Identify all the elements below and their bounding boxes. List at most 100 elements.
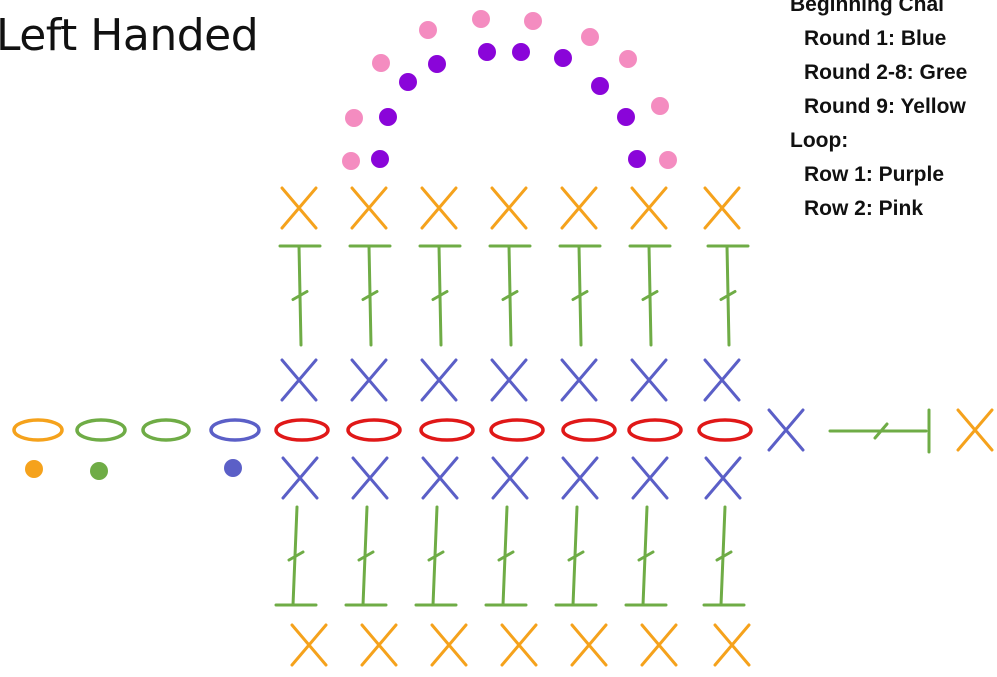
legend-loop-row-1: Row 1: Purple: [804, 163, 945, 186]
x-stroke: [560, 186, 598, 230]
single-crochet-x-blue: [490, 358, 528, 402]
dc-slash: [497, 550, 515, 562]
x-stroke: [631, 456, 669, 500]
chain-oval-red: [489, 418, 545, 442]
double-crochet-symbol-green: [274, 505, 318, 607]
x-stroke: [430, 623, 468, 667]
double-crochet-symbol-green: [278, 244, 322, 347]
chain-oval-blue: [209, 418, 261, 442]
double-crochet-symbol-green-horizontal: [828, 408, 931, 454]
chain-oval-red: [697, 418, 753, 442]
chain-oval-red: [627, 418, 683, 442]
single-crochet-x-orange: [350, 186, 388, 230]
slip-knot-dot-orange: [25, 460, 43, 478]
double-crochet-symbol-green: [344, 505, 388, 607]
legend-heading: Beginning Chai: [790, 0, 944, 16]
loop-row-2-dot-pink: [342, 152, 360, 170]
single-crochet-x-blue: [491, 456, 529, 500]
legend-loop-row-2: Row 2: Pink: [804, 197, 924, 220]
dc-slash: [501, 290, 519, 301]
dc-slash: [431, 290, 449, 301]
double-crochet-symbol-green: [628, 244, 672, 347]
chain-oval-red: [346, 418, 402, 442]
dc-slash: [287, 550, 305, 562]
x-stroke: [280, 358, 318, 402]
double-crochet-symbol-green: [488, 244, 532, 347]
slip-knot-dot-blue: [224, 459, 242, 477]
single-crochet-x-orange: [280, 186, 318, 230]
single-crochet-x-blue: [703, 358, 741, 402]
single-crochet-x-blue: [351, 456, 389, 500]
slip-knot-dot-green: [90, 462, 108, 480]
single-crochet-x-blue: [631, 456, 669, 500]
loop-row-1-dot-purple: [379, 108, 397, 126]
dc-slash: [427, 550, 445, 562]
dc-slash: [361, 290, 379, 301]
chain-oval-orange: [12, 418, 64, 442]
loop-row-2-dot-pink: [372, 54, 390, 72]
single-crochet-x-orange: [360, 623, 398, 667]
single-crochet-x-orange: [430, 623, 468, 667]
loop-row-2-dot-pink: [345, 109, 363, 127]
single-crochet-x-blue: [560, 358, 598, 402]
double-crochet-symbol-green: [484, 505, 528, 607]
x-stroke: [491, 456, 529, 500]
chain-oval-green: [75, 418, 127, 442]
x-stroke: [350, 186, 388, 230]
x-stroke: [290, 623, 328, 667]
legend-item-round-1: Round 1: Blue: [804, 27, 947, 50]
single-crochet-x-blue: [350, 358, 388, 402]
x-stroke: [420, 358, 458, 402]
single-crochet-x-orange: [560, 186, 598, 230]
single-crochet-x-orange: [630, 186, 668, 230]
x-stroke: [281, 456, 319, 500]
loop-row-1-dot-purple: [617, 108, 635, 126]
loop-row-2-dot-pink: [472, 10, 490, 28]
single-crochet-x-orange: [640, 623, 678, 667]
legend-item-round-2-8: Round 2-8: Gree: [804, 61, 968, 84]
x-stroke: [630, 358, 668, 402]
double-crochet-symbol-green: [624, 505, 668, 607]
x-stroke: [704, 456, 742, 500]
single-crochet-x-orange: [290, 623, 328, 667]
single-crochet-x-orange: [420, 186, 458, 230]
single-crochet-x-orange: [490, 186, 528, 230]
loop-row-2-dot-pink: [524, 12, 542, 30]
x-stroke: [490, 186, 528, 230]
double-crochet-symbol-green: [702, 505, 746, 607]
dc-slash: [571, 290, 589, 301]
x-stroke: [500, 623, 538, 667]
loop-row-2-dot-pink: [659, 151, 677, 169]
dc-slash: [715, 550, 733, 562]
loop-row-1-dot-purple: [478, 43, 496, 61]
loop-row-1-dot-purple: [591, 77, 609, 95]
loop-row-1-dot-purple: [399, 73, 417, 91]
loop-row-2-dot-pink: [419, 21, 437, 39]
x-stroke: [703, 358, 741, 402]
loop-row-1-dot-purple: [628, 150, 646, 168]
x-stroke: [351, 456, 389, 500]
loop-row-1-dot-purple: [371, 150, 389, 168]
loop-row-1-dot-purple: [512, 43, 530, 61]
dc-slash: [873, 422, 889, 440]
x-stroke: [570, 623, 608, 667]
dc-slash: [637, 550, 655, 562]
chain-oval-red: [274, 418, 330, 442]
loop-row-2-dot-pink: [651, 97, 669, 115]
chain-oval-red: [419, 418, 475, 442]
x-stroke: [630, 186, 668, 230]
color-legend: Beginning Chai Round 1: Blue Round 2-8: …: [790, 0, 967, 226]
dc-slash: [719, 290, 737, 301]
x-stroke: [640, 623, 678, 667]
dc-slash: [291, 290, 309, 301]
legend-item-round-9: Round 9: Yellow: [804, 95, 966, 118]
x-stroke: [703, 186, 741, 230]
double-crochet-symbol-green: [558, 244, 602, 347]
x-stroke: [561, 456, 599, 500]
loop-row-1-dot-purple: [428, 55, 446, 73]
single-crochet-x-blue: [630, 358, 668, 402]
chain-oval-red: [561, 418, 617, 442]
x-stroke: [420, 186, 458, 230]
x-stroke: [560, 358, 598, 402]
loop-row-2-dot-pink: [619, 50, 637, 68]
